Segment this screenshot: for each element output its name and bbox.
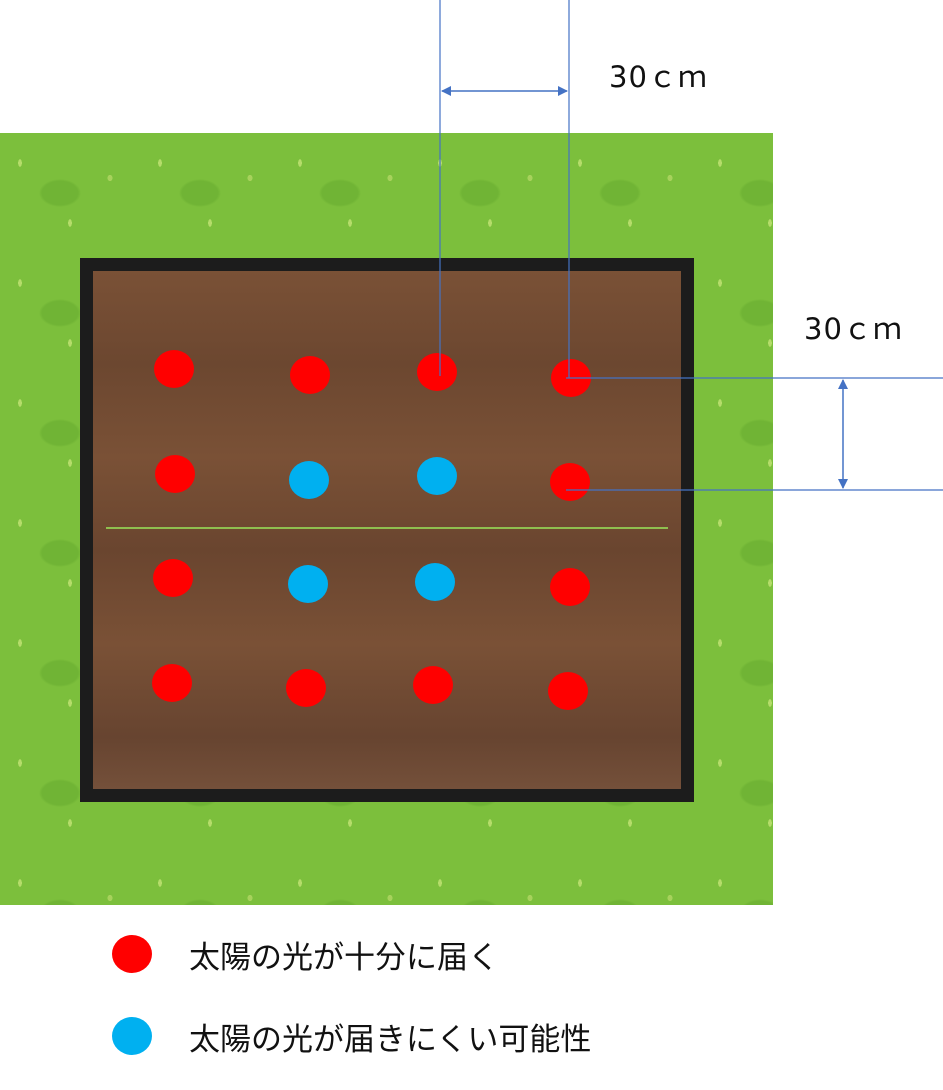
plant-sunny-r1c3 (417, 353, 457, 391)
plant-sunny-r2c4 (550, 463, 590, 501)
plant-shaded-r3c2 (288, 565, 328, 603)
legend-sunny-label: 太陽の光が十分に届く (189, 939, 499, 976)
plant-sunny-r1c1 (154, 350, 194, 388)
legend-shaded-label: 太陽の光が届きにくい可能性 (189, 1021, 592, 1058)
horizontal-spacing-label: 30ｃｍ (609, 60, 708, 94)
plant-sunny-r4c4 (548, 672, 588, 710)
vertical-spacing-label: 30ｃｍ (804, 312, 903, 346)
plant-sunny-r4c2 (286, 669, 326, 707)
plant-shaded-r2c2 (289, 461, 329, 499)
plant-sunny-r3c1 (153, 559, 193, 597)
legend-item-sunny: 太陽の光が十分に届く (112, 934, 499, 976)
garden-bed (80, 258, 694, 802)
legend-blue-dot (112, 1017, 152, 1055)
plant-sunny-r1c2 (290, 356, 330, 394)
bed-center-line (106, 527, 668, 529)
plant-sunny-r4c3 (413, 666, 453, 704)
plant-shaded-r2c3 (417, 457, 457, 495)
plant-sunny-r3c4 (550, 568, 590, 606)
plants-grid (152, 350, 591, 710)
plant-sunny-r4c1 (152, 664, 192, 702)
legend-item-shaded: 太陽の光が届きにくい可能性 (112, 1016, 592, 1058)
plant-sunny-r2c1 (155, 455, 195, 493)
legend-red-dot (112, 935, 152, 973)
plant-shaded-r3c3 (415, 563, 455, 601)
